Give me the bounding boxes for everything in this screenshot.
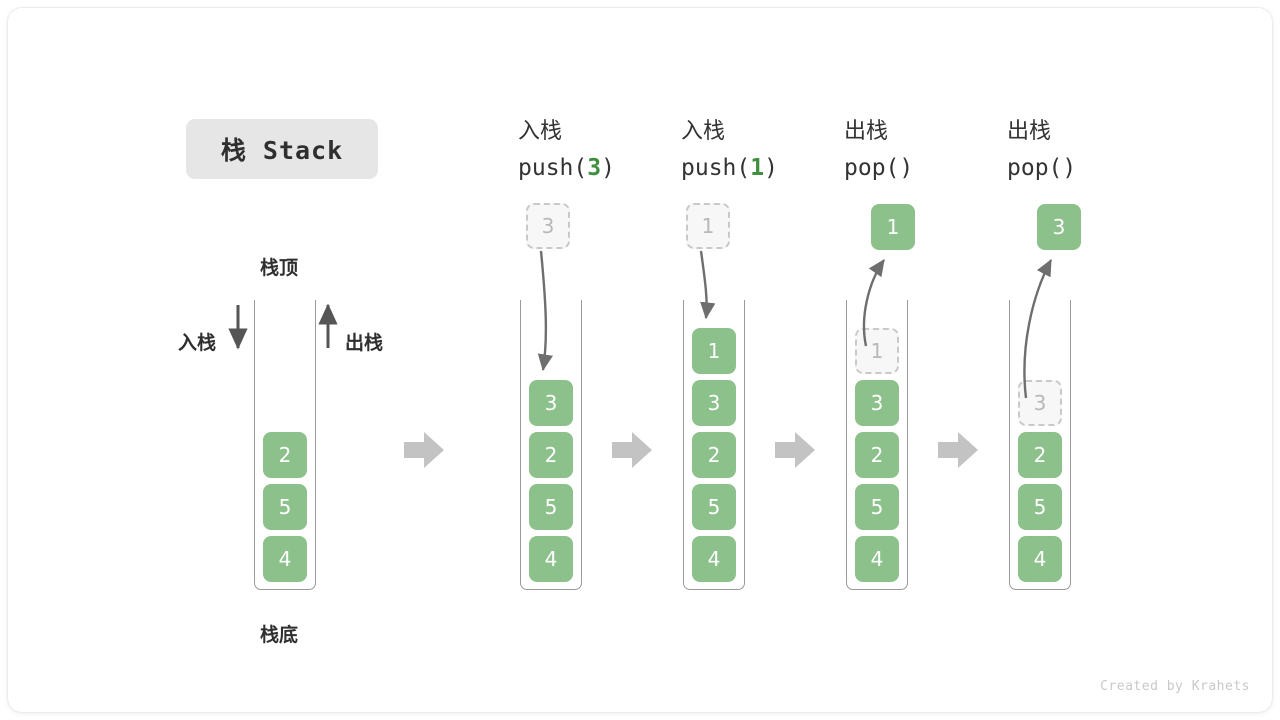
stack-cell: 1 [692, 328, 736, 374]
stack-cell: 4 [529, 536, 573, 582]
column-header-push-3: 入栈 push(3) [518, 113, 718, 187]
code-suffix: ) [764, 155, 778, 181]
stack-cell: 5 [855, 484, 899, 530]
stack-cell: 4 [692, 536, 736, 582]
column-header-code: push(3) [518, 150, 718, 187]
stack-cell: 4 [263, 536, 307, 582]
title-label: 栈 Stack [220, 136, 344, 165]
stack-cell: 4 [855, 536, 899, 582]
step-arrow-icon [612, 432, 652, 468]
column-header-code: push(1) [681, 150, 881, 187]
stack-cell: 5 [1018, 484, 1062, 530]
stack-cell: 5 [263, 484, 307, 530]
floating-cell-pop-3: 3 [1037, 204, 1081, 250]
stack-cell: 2 [855, 432, 899, 478]
stack-cell: 3 [855, 380, 899, 426]
stack-container-initial [254, 300, 316, 590]
code-suffix: ) [601, 155, 615, 181]
stack-cell: 3 [529, 380, 573, 426]
code-prefix: push( [518, 155, 588, 181]
code-prefix: pop( [1007, 155, 1063, 181]
pop-direction-label: 出栈 [345, 332, 384, 354]
title-badge: 栈 Stack [186, 119, 378, 179]
stack-container-push-1 [683, 300, 745, 590]
stack-cell: 2 [263, 432, 307, 478]
code-prefix: push( [681, 155, 751, 181]
code-prefix: pop( [844, 155, 900, 181]
floating-cell-pop-1: 1 [871, 204, 915, 250]
column-header-code: pop() [844, 150, 1044, 187]
floating-cell-push-3: 3 [526, 203, 570, 249]
push-direction-label: 入栈 [178, 332, 217, 354]
stack-cell: 3 [692, 380, 736, 426]
floating-cell-push-1: 1 [686, 203, 730, 249]
stack-cell: 5 [529, 484, 573, 530]
column-header-code: pop() [1007, 150, 1207, 187]
stack-cell: 2 [692, 432, 736, 478]
stack-container-push-3 [520, 300, 582, 590]
stack-bottom-label: 栈底 [260, 624, 299, 646]
code-suffix: ) [899, 155, 914, 181]
step-arrow-icon [404, 432, 444, 468]
stack-cell: 2 [1018, 432, 1062, 478]
step-arrow-icon [775, 432, 815, 468]
column-header-cn: 入栈 [518, 119, 563, 144]
column-header-cn: 出栈 [1007, 119, 1052, 144]
stack-top-label: 栈顶 [260, 257, 299, 279]
column-header-push-1: 入栈 push(1) [681, 113, 881, 187]
step-arrow-icon [938, 432, 978, 468]
stack-cell: 5 [692, 484, 736, 530]
stack-cell-ghost: 3 [1018, 380, 1062, 426]
code-number: 3 [587, 155, 602, 181]
column-header-cn: 出栈 [844, 119, 889, 144]
stack-container-pop-3 [1009, 300, 1071, 590]
stack-cell: 2 [529, 432, 573, 478]
diagram-canvas: 栈 Stack 栈顶 入栈 出栈 栈底 入栈 push(3) 入栈 push(1… [8, 8, 1272, 712]
code-number: 1 [750, 155, 765, 181]
stack-cell-ghost: 1 [855, 328, 899, 374]
stack-container-pop-1 [846, 300, 908, 590]
credit-footer: Created by Krahets [1100, 679, 1250, 694]
column-header-pop-3: 出栈 pop() [1007, 113, 1207, 187]
column-header-pop-1: 出栈 pop() [844, 113, 1044, 187]
code-suffix: ) [1062, 155, 1077, 181]
stack-cell: 4 [1018, 536, 1062, 582]
column-header-cn: 入栈 [681, 119, 726, 144]
